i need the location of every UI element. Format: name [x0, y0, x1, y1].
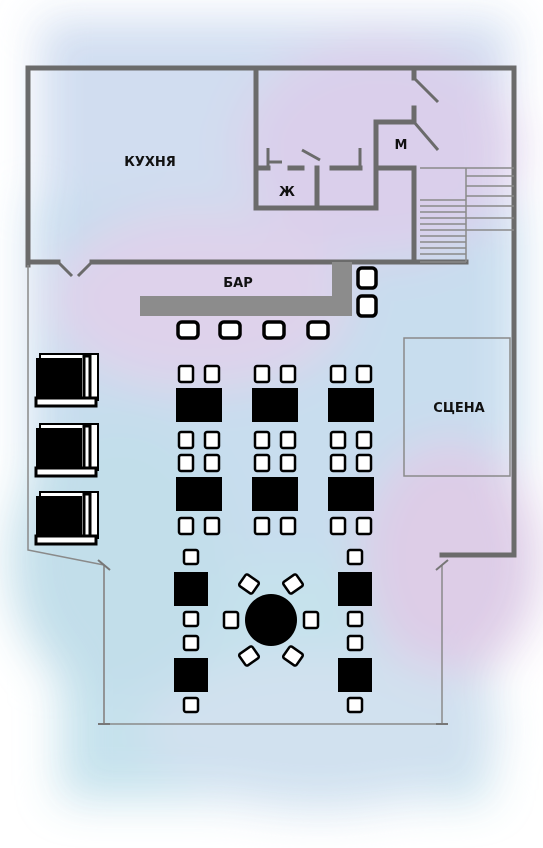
- stage-area: [403, 337, 511, 477]
- round-table: [245, 594, 297, 646]
- chair: [182, 548, 200, 566]
- chair: [329, 430, 347, 450]
- table: [338, 572, 372, 606]
- table: [174, 572, 208, 606]
- kitchen-label: КУХНЯ: [124, 155, 176, 170]
- sofa-cushion: [82, 492, 92, 540]
- men-restroom-label: М: [395, 138, 408, 153]
- table: [328, 477, 374, 511]
- chair: [281, 645, 305, 667]
- chair: [346, 696, 364, 714]
- chair: [279, 430, 297, 450]
- table: [176, 388, 222, 422]
- booth-table: [36, 496, 82, 538]
- bar-stool: [356, 294, 378, 318]
- chair: [355, 430, 373, 450]
- stairs: [420, 167, 514, 263]
- chair: [253, 430, 271, 450]
- table: [338, 658, 372, 692]
- chair: [182, 696, 200, 714]
- sofa-cushion: [82, 424, 92, 472]
- table: [176, 477, 222, 511]
- chair: [302, 610, 320, 630]
- chair: [279, 453, 297, 473]
- chair: [237, 573, 261, 595]
- chair: [281, 573, 305, 595]
- chair: [203, 453, 221, 473]
- sofa-cushion: [82, 354, 92, 402]
- chair: [346, 634, 364, 652]
- bar-label: БАР: [223, 276, 253, 291]
- sofa-seat: [34, 534, 98, 546]
- chair: [346, 548, 364, 566]
- chair: [203, 516, 221, 536]
- table: [174, 658, 208, 692]
- table: [252, 477, 298, 511]
- stage-label: СЦЕНА: [433, 401, 484, 416]
- chair: [253, 364, 271, 384]
- booth-table: [36, 428, 82, 470]
- chair: [329, 453, 347, 473]
- table: [252, 388, 298, 422]
- bar-stool: [306, 320, 330, 340]
- chair: [203, 364, 221, 384]
- chair: [253, 453, 271, 473]
- bar-stool: [218, 320, 242, 340]
- bar-counter: [140, 262, 352, 316]
- chair: [346, 610, 364, 628]
- chair: [222, 610, 240, 630]
- table: [328, 388, 374, 422]
- chair: [177, 453, 195, 473]
- chair: [253, 516, 271, 536]
- bar-stool: [356, 266, 378, 290]
- bar-stool: [262, 320, 286, 340]
- chair: [203, 430, 221, 450]
- chair: [177, 430, 195, 450]
- chair: [279, 516, 297, 536]
- chair: [355, 516, 373, 536]
- chair: [355, 453, 373, 473]
- chair: [355, 364, 373, 384]
- walls: [25, 65, 517, 558]
- hall-outline: [27, 265, 449, 725]
- chair: [279, 364, 297, 384]
- chair: [237, 645, 261, 667]
- chair: [182, 610, 200, 628]
- sofa-seat: [34, 466, 98, 478]
- bar-stool: [176, 320, 200, 340]
- chair: [329, 364, 347, 384]
- women-restroom-label: Ж: [279, 185, 295, 200]
- chair: [182, 634, 200, 652]
- booth-table: [36, 358, 82, 400]
- chair: [329, 516, 347, 536]
- furniture: [34, 266, 378, 714]
- sofa-seat: [34, 396, 98, 408]
- doors: [56, 76, 440, 278]
- chair: [177, 516, 195, 536]
- chair: [177, 364, 195, 384]
